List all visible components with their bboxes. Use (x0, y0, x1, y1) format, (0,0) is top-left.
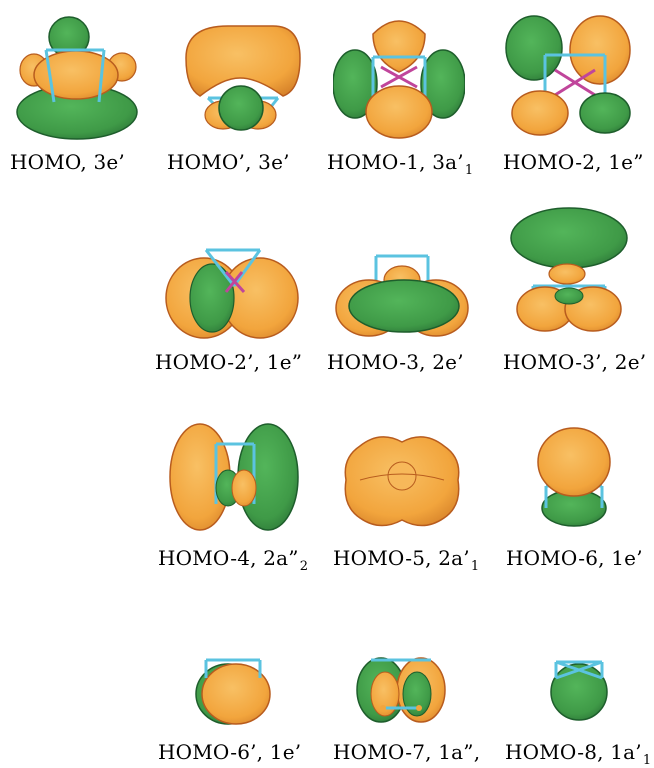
label-homo-prime: HOMO’, 3e’ (167, 150, 290, 174)
orbital-homo-2 (505, 15, 631, 136)
orbital-homo-6-prime (195, 658, 271, 725)
orbital-homo-6 (537, 427, 611, 527)
label-homo-3-prime: HOMO-3’, 2e’ (503, 350, 647, 374)
label-homo-4: HOMO-4, 2a”2 (158, 546, 309, 574)
label-homo-2-prime: HOMO-2’, 1e” (155, 350, 303, 374)
orbital-homo-4 (169, 423, 299, 531)
label-homo-3: HOMO-3, 2e’ (327, 350, 464, 374)
orbital-homo (16, 16, 138, 140)
orbital-homo-7 (356, 657, 446, 723)
label-homo-6: HOMO-6, 1e’ (506, 546, 643, 570)
orbital-homo-prime (185, 25, 301, 131)
orbital-homo-8 (550, 660, 608, 721)
label-homo: HOMO, 3e’ (10, 150, 125, 174)
label-homo-7: HOMO-7, 1a”, (333, 740, 481, 764)
orbital-homo-3-prime (510, 207, 628, 332)
orbital-homo-2-prime (165, 248, 299, 339)
orbital-homo-3 (335, 254, 469, 337)
orbital-homo-1 (333, 20, 465, 139)
label-homo-8: HOMO-8, 1a’1 (505, 740, 652, 768)
label-homo-2: HOMO-2, 1e” (503, 150, 644, 174)
label-homo-6-prime: HOMO-6’, 1e’ (158, 740, 302, 764)
label-homo-5: HOMO-5, 2a’1 (333, 546, 480, 574)
label-homo-1: HOMO-1, 3a’1 (327, 150, 474, 178)
orbital-homo-5 (344, 436, 460, 527)
